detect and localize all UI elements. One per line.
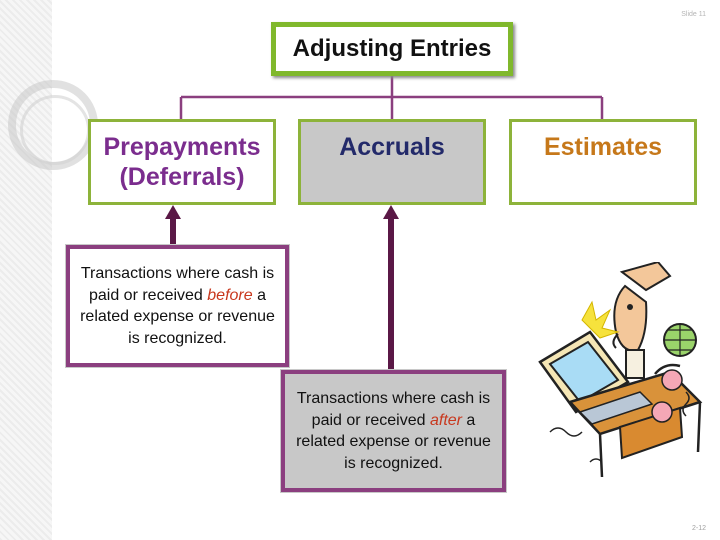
description-accruals: Transactions where cash is paid or recei… (281, 370, 506, 492)
category-accruals: Accruals (298, 119, 486, 205)
category-sublabel: (Deferrals) (119, 163, 245, 191)
description-text: Transactions where cash is paid or recei… (80, 265, 275, 304)
page-title: Adjusting Entries (292, 35, 492, 62)
arrow-shaft-accruals (388, 218, 394, 370)
description-text-end: a related expense or revenue is recogniz… (80, 286, 275, 347)
description-text: Transactions where cash is paid or recei… (296, 390, 491, 429)
businessman-computer-clipart-icon (538, 262, 703, 478)
category-label: Estimates (543, 133, 663, 161)
arrow-shaft-prepayments (170, 218, 176, 245)
tree-connector (179, 76, 604, 119)
page-number: 2-12 (691, 525, 706, 532)
slide-number: Slide 11 (681, 11, 706, 18)
description-emphasis: after (429, 411, 462, 429)
description-emphasis: before (207, 286, 253, 304)
description-prepayments: Transactions where cash is paid or recei… (66, 245, 289, 367)
description-text-end: a related expense or revenue is recogniz… (296, 411, 491, 472)
category-label: Prepayments (103, 133, 261, 161)
arrow-head-prepayments (165, 205, 181, 219)
arrow-head-accruals (383, 205, 399, 219)
category-label: Accruals (339, 133, 445, 161)
title-box: Adjusting Entries (271, 22, 513, 76)
category-estimates: Estimates (509, 119, 697, 205)
category-prepayments: Prepayments (Deferrals) (88, 119, 276, 205)
